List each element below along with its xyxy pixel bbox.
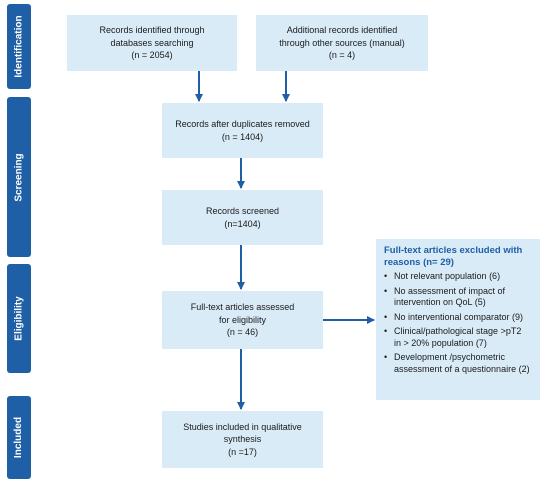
box-full-text-assessed-label: Full-text articles assessed for eligibil… bbox=[190, 302, 295, 325]
box-studies-included: Studies included in qualitative synthesi… bbox=[162, 411, 323, 468]
box-database-records: Records identified through databases sea… bbox=[67, 15, 237, 71]
box-studies-included-count: (n =17) bbox=[228, 446, 257, 457]
box-records-screened-label: Records screened bbox=[205, 206, 280, 216]
box-records-screened: Records screened (n=1404) bbox=[162, 190, 323, 245]
stage-included: Included bbox=[7, 396, 31, 479]
excluded-reason: Not relevant population (6) bbox=[384, 271, 532, 283]
excluded-reason: Clinical/pathological stage >pT2 in > 20… bbox=[384, 326, 532, 349]
box-after-duplicates-count: (n = 1404) bbox=[221, 131, 264, 142]
box-database-records-label: Records identified through databases sea… bbox=[99, 25, 205, 48]
excluded-reason: Development /psychometric assessment of … bbox=[384, 352, 532, 375]
box-excluded-articles: Full-text articles excluded with reasons… bbox=[376, 239, 540, 400]
box-other-sources: Additional records identified through ot… bbox=[256, 15, 428, 71]
excluded-reason: No interventional comparator (9) bbox=[384, 312, 532, 324]
box-studies-included-label: Studies included in qualitative synthesi… bbox=[183, 421, 302, 445]
stage-screening: Screening bbox=[7, 97, 31, 257]
box-records-screened-count: (n=1404) bbox=[224, 218, 261, 229]
box-database-records-count: (n = 2054) bbox=[131, 50, 173, 61]
excluded-reasons-list: Not relevant population (6) No assessmen… bbox=[384, 271, 532, 375]
box-full-text-assessed: Full-text articles assessed for eligibil… bbox=[162, 291, 323, 349]
stage-identification: Identification bbox=[7, 4, 31, 89]
box-after-duplicates: Records after duplicates removed (n = 14… bbox=[162, 103, 323, 158]
box-other-sources-count: (n = 4) bbox=[328, 50, 356, 61]
stage-eligibility: Eligibility bbox=[7, 264, 31, 373]
excluded-title: Full-text articles excluded with reasons… bbox=[384, 245, 523, 268]
box-after-duplicates-label: Records after duplicates removed bbox=[175, 119, 310, 129]
box-other-sources-label: Additional records identified through ot… bbox=[279, 25, 405, 48]
box-full-text-assessed-count: (n = 46) bbox=[226, 327, 259, 338]
excluded-reason: No assessment of impact of intervention … bbox=[384, 286, 532, 309]
